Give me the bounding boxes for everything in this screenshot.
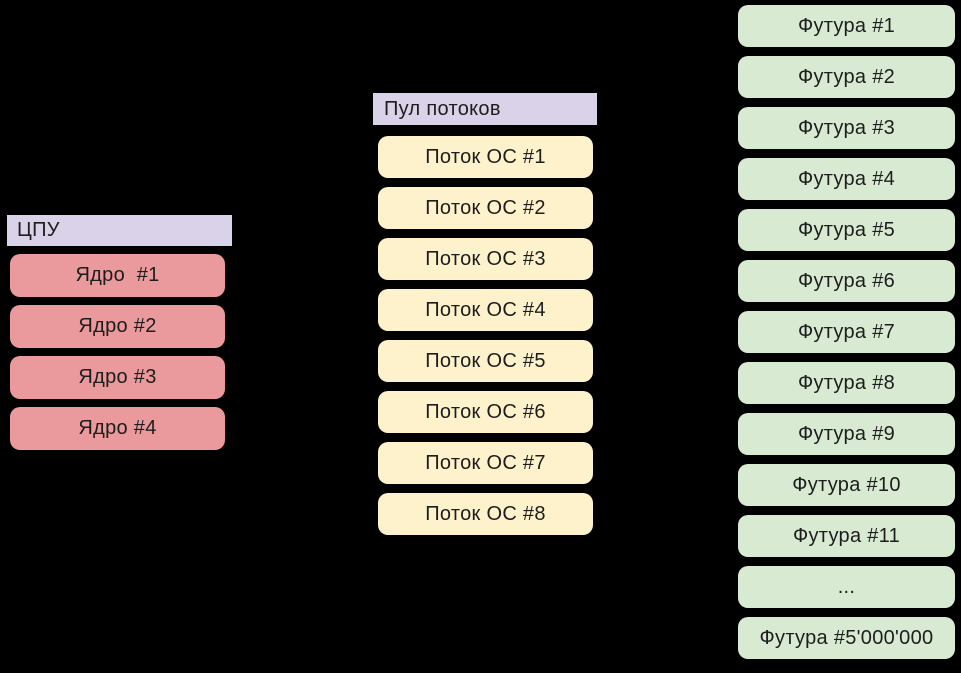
os-thread-box: Поток ОС #7 (378, 442, 593, 484)
os-thread-box: Поток ОС #5 (378, 340, 593, 382)
future-box: Футура #7 (738, 311, 955, 353)
os-thread-box: Поток ОС #6 (378, 391, 593, 433)
future-box: Футура #3 (738, 107, 955, 149)
future-box: Футура #2 (738, 56, 955, 98)
future-box: Футура #5 (738, 209, 955, 251)
cpu-cores-list: Ядро #1 Ядро #2 Ядро #3 Ядро #4 (10, 254, 225, 450)
future-box: Футура #8 (738, 362, 955, 404)
future-box: Футура #10 (738, 464, 955, 506)
future-box: Футура #5'000'000 (738, 617, 955, 659)
os-thread-box: Поток ОС #2 (378, 187, 593, 229)
cpu-core-box: Ядро #4 (10, 407, 225, 450)
thread-pool-header: Пул потоков (373, 93, 597, 125)
os-thread-box: Поток ОС #8 (378, 493, 593, 535)
future-box: Футура #6 (738, 260, 955, 302)
cpu-core-box: Ядро #1 (10, 254, 225, 297)
future-box: Футура #4 (738, 158, 955, 200)
futures-column: Футура #1 Футура #2 Футура #3 Футура #4 Футу… (738, 5, 955, 659)
futures-list: Футура #1 Футура #2 Футура #3 Футура #4 Футу… (738, 5, 955, 659)
os-threads-list: Поток ОС #1 Поток ОС #2 Поток ОС #3 Поток О… (378, 136, 593, 535)
cpu-column: ЦПУ Ядро #1 Ядро #2 Ядро #3 Ядро #4 (7, 215, 232, 450)
future-box: Футура #1 (738, 5, 955, 47)
future-box: Футура #11 (738, 515, 955, 557)
os-thread-box: Поток ОС #3 (378, 238, 593, 280)
cpu-header: ЦПУ (7, 215, 232, 246)
cpu-core-box: Ядро #3 (10, 356, 225, 399)
future-box: ... (738, 566, 955, 608)
os-thread-box: Поток ОС #4 (378, 289, 593, 331)
cpu-core-box: Ядро #2 (10, 305, 225, 348)
future-box: Футура #9 (738, 413, 955, 455)
os-thread-box: Поток ОС #1 (378, 136, 593, 178)
